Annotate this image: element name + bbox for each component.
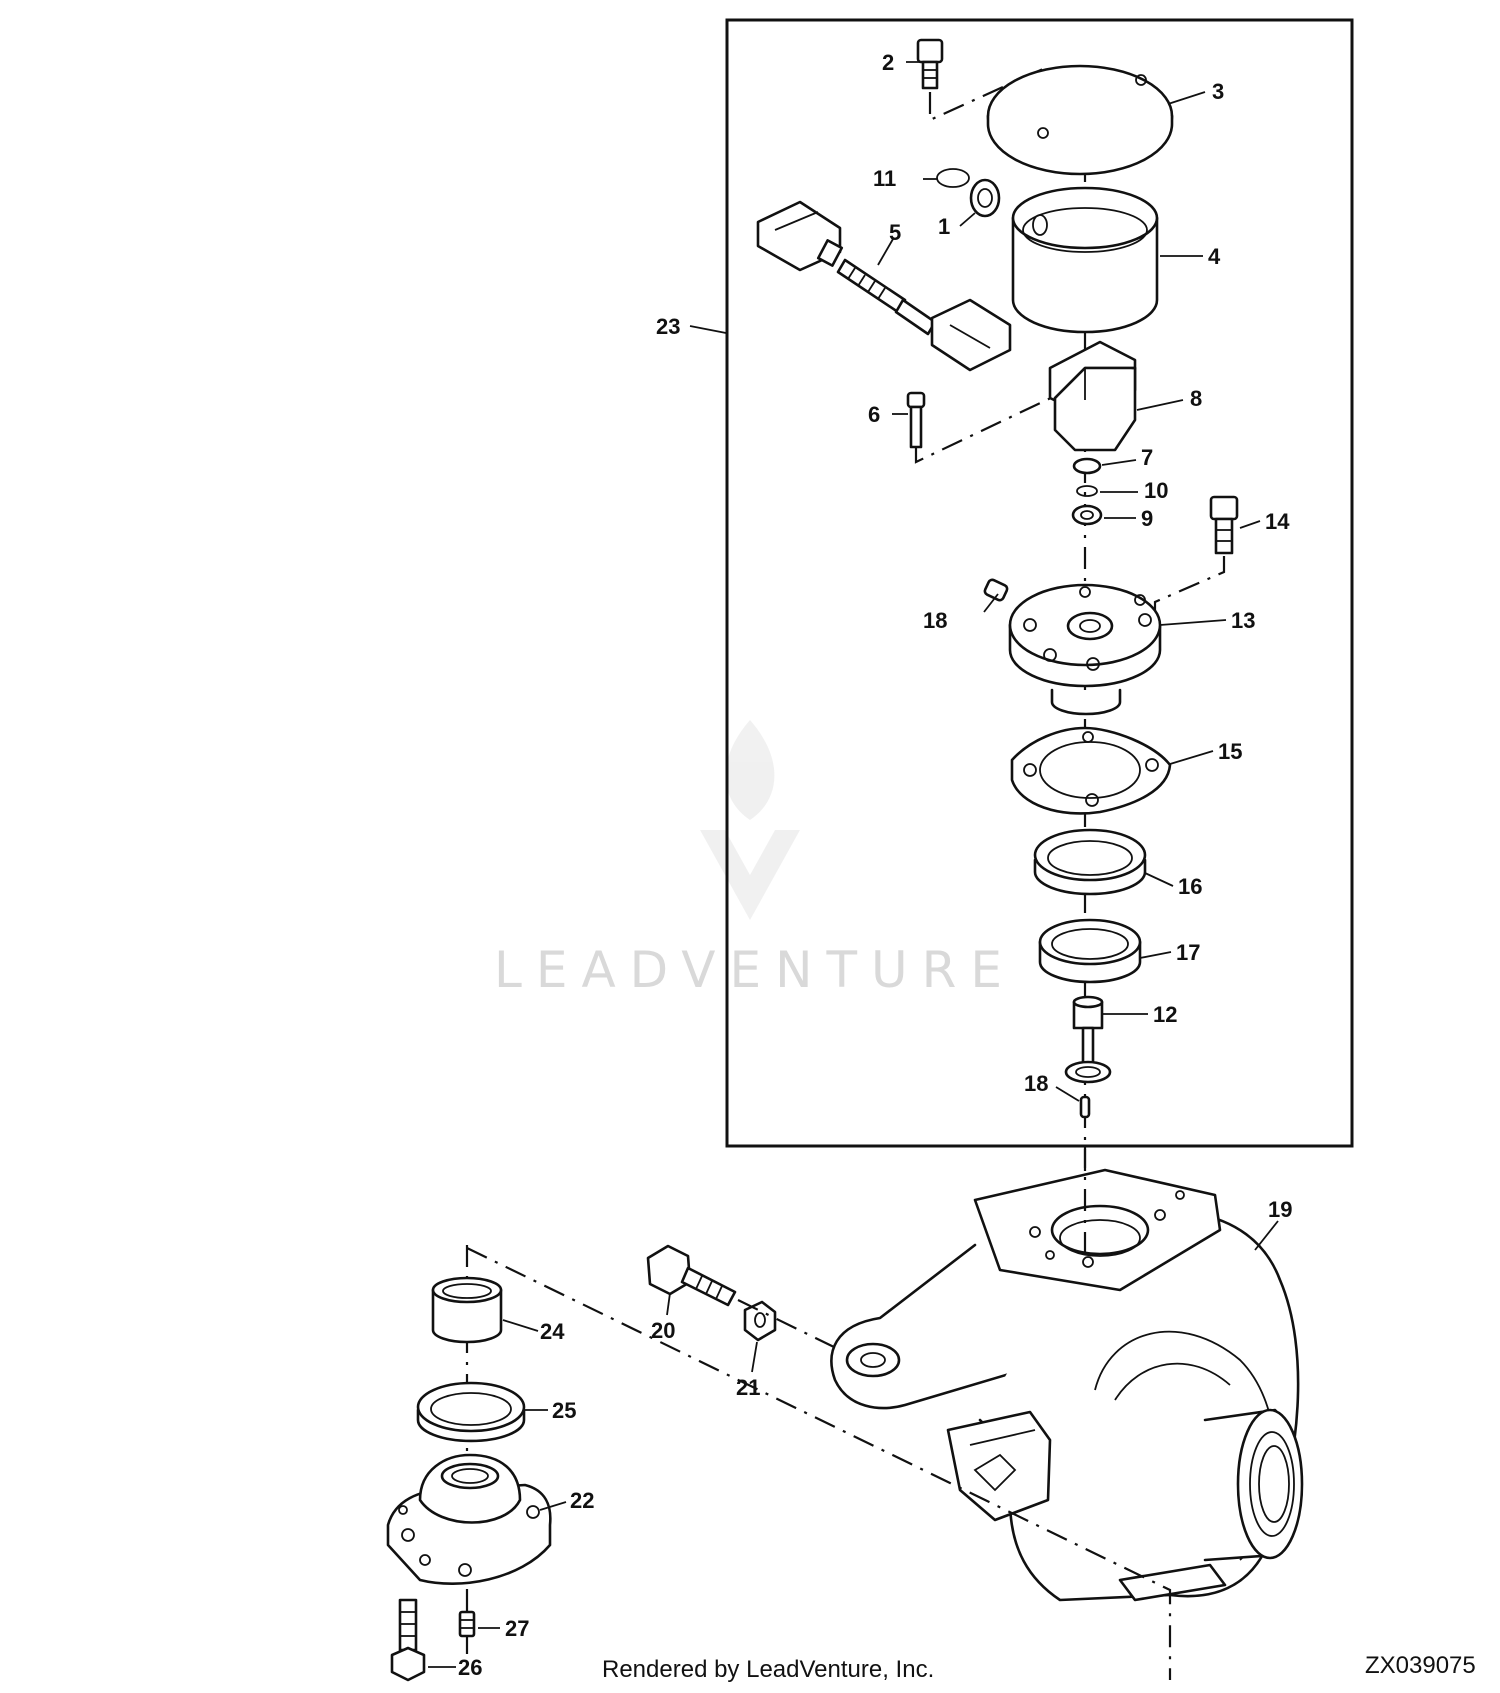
- callout-14: 14: [1265, 509, 1290, 534]
- callout-13: 13: [1231, 608, 1255, 633]
- callout-19: 19: [1268, 1197, 1292, 1222]
- o-ring-7: [1072, 457, 1102, 475]
- callout-2: 2: [882, 50, 894, 75]
- leader-lines: [428, 61, 1279, 1668]
- callout-5: 5: [889, 220, 901, 245]
- callout-12: 12: [1153, 1002, 1177, 1027]
- seal-16: [1033, 828, 1147, 896]
- callout-17: 17: [1176, 940, 1200, 965]
- seal-1: [969, 178, 1001, 218]
- callout-10: 10: [1144, 478, 1168, 503]
- callout-8: 8: [1190, 386, 1202, 411]
- snap-ring-11: [936, 168, 970, 188]
- callout-23: 23: [656, 314, 680, 339]
- callout-27: 27: [505, 1616, 529, 1641]
- callout-26: 26: [458, 1655, 482, 1680]
- flange-22: [386, 1453, 552, 1585]
- drawing-code: ZX039075: [1365, 1652, 1476, 1679]
- watermark-text: LEADVENTURE: [494, 941, 1016, 999]
- seal-25: [416, 1381, 526, 1443]
- set-screw-27: [458, 1610, 476, 1638]
- shaft-12: [1064, 995, 1112, 1084]
- callout-21: 21: [736, 1375, 760, 1400]
- wire-harness-5: [756, 200, 1012, 372]
- callout-24: 24: [540, 1319, 565, 1344]
- cover-plate-3: [986, 64, 1174, 176]
- bushing-24: [431, 1276, 503, 1344]
- callout-1: 1: [938, 214, 950, 239]
- screw-6: [906, 391, 926, 449]
- kit-outline-box: [725, 18, 1354, 1148]
- bushing-17: [1038, 918, 1142, 984]
- sensor-8: [1048, 340, 1137, 452]
- watermark-logo: [700, 720, 800, 920]
- pin-18-lower: [1079, 1095, 1091, 1119]
- callout-15: 15: [1218, 739, 1242, 764]
- callout-18-upper: 18: [923, 608, 947, 633]
- callout-6: 6: [868, 402, 880, 427]
- callout-7: 7: [1141, 445, 1153, 470]
- bolt-14: [1209, 495, 1239, 555]
- callout-9: 9: [1141, 506, 1153, 531]
- callout-11: 11: [873, 166, 896, 191]
- callout-18-lower: 18: [1024, 1071, 1048, 1096]
- gasket-15: [1010, 726, 1172, 815]
- callout-20: 20: [651, 1318, 675, 1343]
- callout-3: 3: [1212, 79, 1224, 104]
- callout-25: 25: [552, 1398, 576, 1423]
- housing-ring-4: [1011, 186, 1159, 334]
- callout-4: 4: [1208, 244, 1221, 269]
- steering-knuckle-19: [830, 1168, 1304, 1602]
- nut-21: [743, 1300, 777, 1342]
- bolt-20-path: [737, 1299, 841, 1351]
- bolt-26: [390, 1598, 426, 1682]
- callout-22: 22: [570, 1488, 594, 1513]
- bolt-20: [646, 1244, 737, 1307]
- bolt-14-path: [1153, 556, 1226, 628]
- bolt-2: [916, 38, 944, 90]
- screw-6-path: [914, 395, 1056, 464]
- pin-18-upper: [983, 578, 1009, 602]
- flange-13: [1008, 583, 1162, 716]
- rendered-by-footer: Rendered by LeadVenture, Inc.: [602, 1656, 935, 1683]
- callout-16: 16: [1178, 874, 1202, 899]
- washer-9: [1071, 504, 1103, 526]
- lower-assembly-path: [466, 1247, 1172, 1680]
- o-ring-10: [1076, 485, 1098, 497]
